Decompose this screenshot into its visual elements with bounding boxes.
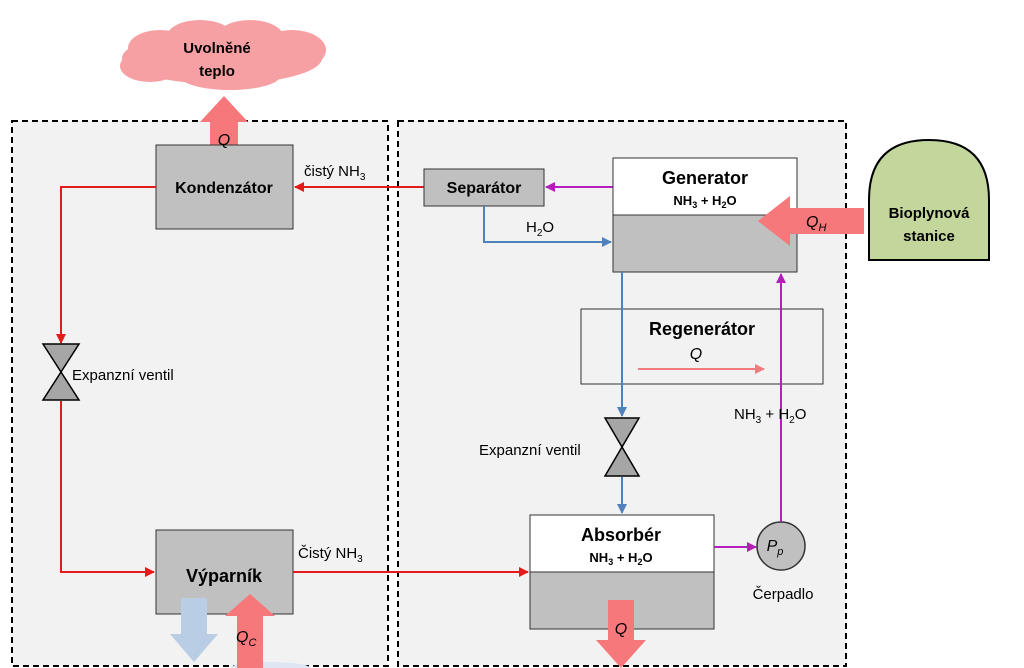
generator-content: NH3 + H2O [673,193,736,210]
generator-title: Generator [662,168,748,188]
expansion-valve-left-label: Expanzní ventil [72,367,174,384]
flow-label-h2o: H2O [526,219,554,239]
regenerator-label: Regenerátor [649,319,755,339]
kondenzator-label: Kondenzátor [175,180,273,197]
bioplyn-label-line1: Bioplynová [889,205,971,222]
vyparnik-box [155,529,294,615]
expansion-valve-right-label: Expanzní ventil [479,442,581,459]
pump-symbol: Pp [767,538,784,558]
evaporator-heat-arrow [225,594,275,668]
condenser-q-label: Q [218,132,230,149]
bioplyn-station [868,138,990,261]
evaporator-qc-label: QC [236,629,256,649]
absorber-title: Absorbér [581,525,661,545]
flow-valve-to-evaporator [60,401,155,577]
released-heat-cloud: Uvolněné teplo [120,20,326,90]
separator-label: Separátor [447,180,522,197]
flow-label-nh3-h2o: NH3 + H2O [734,406,806,426]
absorber-content: NH3 + H2O [589,550,652,567]
vyparnik-label: Výparník [186,566,263,586]
generator-heat-arrow [758,196,864,246]
flow-separator-to-generator-h2o [483,206,612,247]
condenser-heat-arrow [200,96,248,160]
flow-label-pure-nh3-bottom: Čistý NH3 [298,545,363,565]
kondenzator-box [155,144,294,230]
separator-box [423,168,545,207]
pump-label: Čerpadlo [753,586,814,603]
cloud-label-line1: Uvolněné [183,40,251,57]
regenerator-q-label: Q [690,346,702,363]
absorber-heat-arrow [596,600,646,668]
expansion-valve-right [603,417,641,477]
bioplyn-label-line2: stanice [903,228,955,245]
absorber-q-label: Q [615,621,627,638]
flow-label-pure-nh3-top: čistý NH3 [304,163,366,183]
evaporator-cold-arrow [170,598,218,662]
expansion-valve-left [41,343,81,401]
flow-condenser-to-valve [56,186,156,344]
generator-qh-label: QH [806,214,826,234]
cloud-label-line2: teplo [199,63,235,80]
